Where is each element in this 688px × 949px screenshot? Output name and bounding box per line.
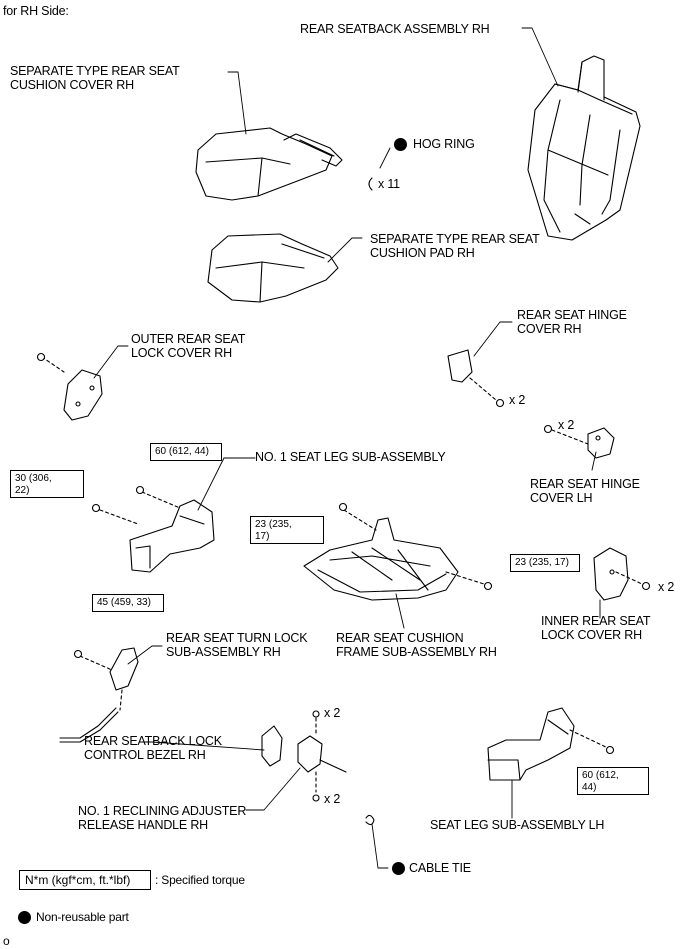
label-frame-line2: FRAME SUB-ASSEMBLY RH: [336, 645, 497, 659]
turn-lock-drawing: [73, 647, 139, 711]
hinge-cover-rh-drawing: [447, 349, 505, 408]
label-inner-lock-qty: x 2: [658, 580, 675, 594]
leader-lines: [93, 27, 601, 869]
torque-box-frame-left-line1: 23 (235,: [255, 519, 292, 530]
cushion-pad-drawing: [207, 233, 339, 303]
label-cushion-pad-line2: CUSHION PAD RH: [370, 246, 475, 260]
torque-box-seat-leg-lh: 60 (612, 44): [577, 767, 649, 795]
rear-seatback-drawing: [527, 55, 641, 241]
torque-box-frame-left: 23 (235, 17): [250, 516, 324, 544]
outer-lock-cover-drawing: [36, 352, 103, 421]
label-cushion-pad-line1: SEPARATE TYPE REAR SEAT: [370, 232, 540, 246]
label-inner-lock-line2: LOCK COVER RH: [541, 628, 642, 642]
label-handle-line1: NO. 1 RECLINING ADJUSTER: [78, 804, 247, 818]
label-outer-lock-line1: OUTER REAR SEAT: [131, 332, 246, 346]
cushion-frame-drawing: [303, 502, 493, 601]
release-handle-drawing: [297, 710, 347, 802]
torque-box-frame-left-line2: 17): [255, 531, 270, 542]
header-text: for RH Side:: [3, 4, 69, 18]
inner-lock-cover-drawing: [593, 547, 651, 601]
label-cushion-cover-line2: CUSHION COVER RH: [10, 78, 134, 92]
label-seat-leg-lh: SEAT LEG SUB-ASSEMBLY LH: [430, 818, 605, 832]
label-cable-tie: CABLE TIE: [409, 861, 471, 875]
torque-box-seat-leg-top: 60 (612, 44): [150, 443, 222, 461]
hog-ring-drawing: [368, 177, 373, 191]
label-hog-ring-qty: x 11: [378, 177, 400, 191]
label-frame-line1: REAR SEAT CUSHION: [336, 631, 464, 645]
bezel-drawing: [261, 725, 283, 767]
label-hog-ring: HOG RING: [413, 137, 475, 151]
label-handle-line2: RELEASE HANDLE RH: [78, 818, 208, 832]
no1-seat-leg-drawing: [91, 485, 215, 573]
nonreusable-marker-cable-tie-icon: [392, 862, 405, 875]
torque-box-frame-right: 23 (235, 17): [510, 554, 580, 572]
label-rear-seatback: REAR SEATBACK ASSEMBLY RH: [300, 22, 490, 36]
label-hinge-rh-line2: COVER RH: [517, 322, 582, 336]
label-handle-qty-top: x 2: [324, 706, 341, 720]
torque-box-seat-leg-side-line2: 22): [15, 485, 30, 496]
seat-leg-lh-drawing: [487, 707, 615, 781]
label-hinge-lh-line1: REAR SEAT HINGE: [530, 477, 640, 491]
torque-box-turn-lock: 45 (459, 33): [92, 594, 164, 612]
torque-box-seat-leg-side-line1: 30 (306,: [15, 473, 52, 484]
torque-box-seat-leg-lh-line2: 44): [582, 782, 597, 793]
label-hinge-lh-line2: COVER LH: [530, 491, 593, 505]
legend-torque-box: N*m (kgf*cm, ft.*lbf): [19, 870, 151, 890]
torque-box-seat-leg-side: 30 (306, 22): [10, 470, 84, 498]
label-handle-qty-bottom: x 2: [324, 792, 341, 806]
label-bezel-line2: CONTROL BEZEL RH: [84, 748, 206, 762]
lock-cable-drawing: [59, 707, 119, 743]
nonreusable-marker-icon: [394, 138, 407, 151]
footer-mark: o: [3, 934, 10, 948]
label-hinge-rh-line1: REAR SEAT HINGE: [517, 308, 627, 322]
cushion-cover-drawing: [195, 127, 343, 201]
label-bezel-line1: REAR SEATBACK LOCK: [84, 734, 222, 748]
label-hinge-lh-qty: x 2: [558, 418, 575, 432]
label-inner-lock-line1: INNER REAR SEAT: [541, 614, 651, 628]
legend-nonreusable-text: Non-reusable part: [36, 910, 129, 924]
hinge-cover-lh-drawing: [543, 424, 615, 459]
label-cushion-cover-line1: SEPARATE TYPE REAR SEAT: [10, 64, 180, 78]
cable-tie-drawing: [365, 814, 375, 826]
torque-box-seat-leg-lh-line1: 60 (612,: [582, 770, 619, 781]
legend-torque-text: : Specified torque: [155, 873, 245, 887]
label-turn-lock-line2: SUB-ASSEMBLY RH: [166, 645, 281, 659]
label-outer-lock-line2: LOCK COVER RH: [131, 346, 232, 360]
legend-nonreusable-icon: [18, 911, 31, 924]
label-no1-seat-leg: NO. 1 SEAT LEG SUB-ASSEMBLY: [255, 450, 446, 464]
label-hinge-rh-qty: x 2: [509, 393, 526, 407]
label-turn-lock-line1: REAR SEAT TURN LOCK: [166, 631, 308, 645]
